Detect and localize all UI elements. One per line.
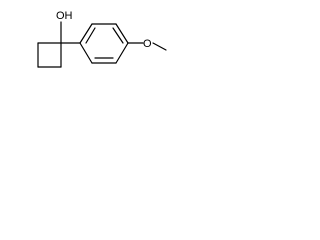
- hydroxyl-label: OH: [56, 10, 73, 22]
- methoxy-oxygen-label: O: [143, 38, 152, 50]
- bond-ar-double-1: [85, 27, 96, 44]
- cyclobutane-ring: [37, 42, 62, 68]
- bond-ar-3: [115, 23, 129, 44]
- bond-ar-6: [79, 42, 93, 64]
- bond-o-methyl: [152, 42, 167, 51]
- bond-ar-4: [115, 42, 129, 64]
- bond-ar-1: [79, 23, 93, 44]
- benzene-ring: [79, 23, 129, 64]
- bond-ar-double-2: [112, 27, 124, 44]
- structure-diagram: OH O: [37, 10, 167, 68]
